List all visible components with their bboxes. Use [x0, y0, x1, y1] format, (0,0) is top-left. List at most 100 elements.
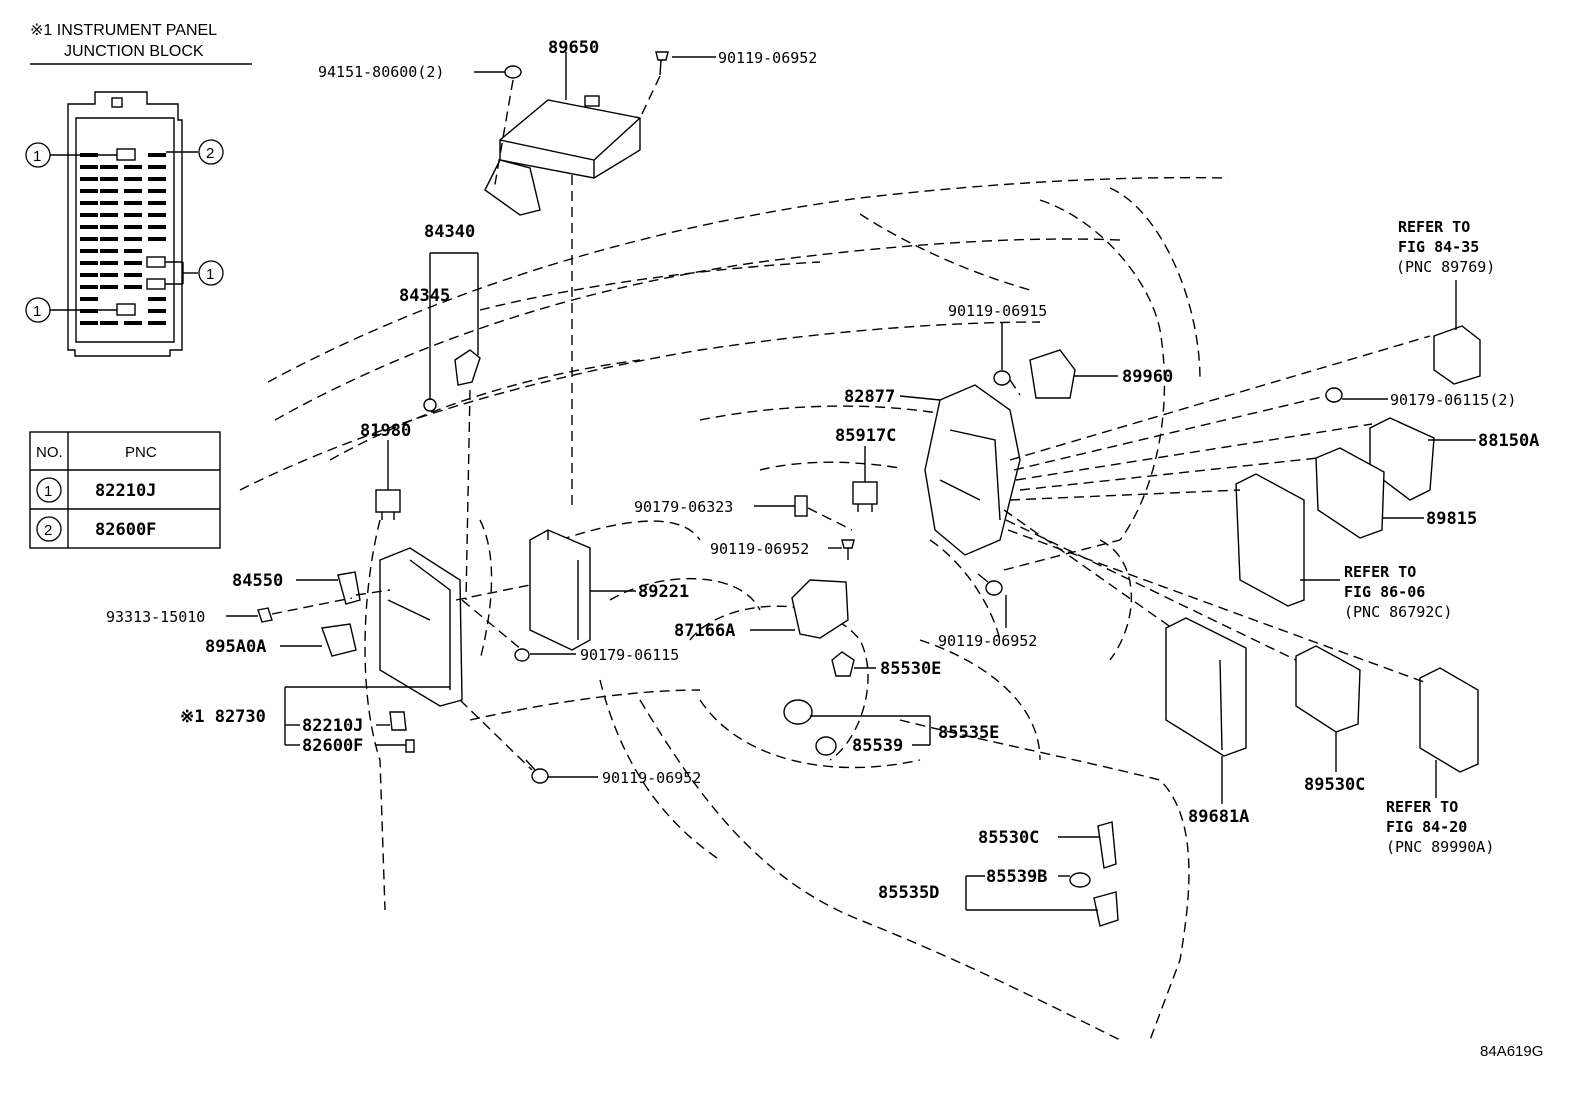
label-82877: 82877 — [844, 387, 895, 407]
leader-lines — [226, 52, 1476, 911]
part-screw-93313 — [257, 607, 273, 623]
table-row-pnc: 82600F — [95, 520, 156, 540]
label-90119-06952-top: 90119-06952 — [718, 49, 817, 67]
label-88150A: 88150A — [1478, 431, 1539, 451]
label-89530C: 89530C — [1304, 775, 1365, 795]
label-85530C: 85530C — [978, 828, 1039, 848]
callout-circle-1c — [25, 297, 51, 323]
callout-2: 2 — [206, 145, 214, 162]
junction-block-legend: ※1 INSTRUMENT PANEL JUNCTION BLOCK — [25, 22, 252, 357]
refer-to-89990A-line3: (PNC 89990A) — [1386, 838, 1494, 856]
junction-block-body — [67, 91, 183, 357]
label-93313-15010: 93313-15010 — [106, 608, 205, 626]
table-row-no: 2 — [44, 522, 52, 539]
part-89960-module — [1029, 349, 1076, 399]
legend-title-line1: ※1 INSTRUMENT PANEL — [30, 22, 217, 39]
part-82600F-fuse — [405, 739, 415, 753]
part-nut-90179-06115 — [514, 648, 530, 662]
label-94151-80600: 94151-80600(2) — [318, 63, 444, 81]
callout-circle-1b — [198, 260, 224, 286]
label-89650: 89650 — [548, 38, 599, 58]
callout-1b: 1 — [206, 266, 214, 283]
pnc-table: NO. PNC 1 82210J 2 82600F — [29, 431, 221, 549]
callout-circle-2 — [198, 139, 224, 165]
dashboard-outline — [239, 176, 1229, 1041]
label-90119-06915: 90119-06915 — [948, 302, 1047, 320]
part-84340-switch — [423, 349, 481, 412]
refer-to-89769-line3: (PNC 89769) — [1396, 258, 1495, 276]
label-90179-06323: 90179-06323 — [634, 498, 733, 516]
label-90179-06115-2: 90179-06115(2) — [1390, 391, 1516, 409]
label-82730: ※1 82730 — [180, 707, 266, 727]
part-85530C-bulb — [1097, 821, 1117, 869]
refer-to-86792C-line3: (PNC 86792C) — [1344, 603, 1452, 621]
part-89221-ecu — [529, 529, 591, 651]
label-85539B: 85539B — [986, 867, 1047, 887]
junction-block-tab — [111, 97, 123, 108]
label-85539: 85539 — [852, 736, 903, 756]
part-screw-90119-06915 — [993, 370, 1011, 386]
part-bolt-90119-bottom — [525, 759, 549, 784]
part-89990A-ecu — [1419, 667, 1479, 773]
part-87166A-sensor — [791, 579, 849, 639]
refer-to-89769-line2: FIG 84-35 — [1398, 238, 1479, 256]
part-clip-90179-06323 — [794, 495, 808, 517]
part-86792C-ecu — [1235, 473, 1305, 607]
callout-1c: 1 — [33, 303, 41, 320]
table-header-pnc: PNC — [125, 444, 157, 461]
label-85917C: 85917C — [835, 426, 896, 446]
part-82877-bracket — [924, 384, 1021, 556]
label-85535E: 85535E — [938, 723, 999, 743]
figure-id: 84A619G — [1480, 1043, 1543, 1060]
part-895A0A-module — [321, 623, 357, 657]
table-header-no: NO. — [36, 444, 63, 461]
label-89960: 89960 — [1122, 367, 1173, 387]
part-89530C-module — [1295, 645, 1361, 733]
part-module-89769 — [1433, 325, 1481, 385]
part-85535E-socket — [783, 699, 813, 725]
label-82600F: 82600F — [302, 736, 363, 756]
label-85535D: 85535D — [878, 883, 939, 903]
part-84550-connector — [337, 571, 361, 605]
label-90119-06952-right: 90119-06952 — [938, 632, 1037, 650]
refer-to-89990A-line2: FIG 84-20 — [1386, 818, 1467, 836]
label-85530E: 85530E — [880, 659, 941, 679]
part-screw-90119-right — [977, 573, 1003, 596]
callout-circle-1a — [25, 142, 51, 168]
part-labels: 89650 90119-06952 94151-80600(2) 84340 8… — [106, 38, 1539, 903]
label-84340: 84340 — [424, 222, 475, 242]
label-89221: 89221 — [638, 582, 689, 602]
label-87166A: 87166A — [674, 621, 735, 641]
part-screw-90119-top — [655, 51, 669, 76]
part-85535D-socket — [1093, 891, 1119, 927]
part-85530E-bulb — [831, 651, 855, 677]
part-nut-90179-right — [1325, 387, 1343, 403]
connection-lines — [271, 75, 1431, 771]
refer-to-89990A-line1: REFER TO — [1386, 798, 1458, 816]
table-row-pnc: 82210J — [95, 481, 156, 501]
callout-1a: 1 — [33, 148, 41, 165]
label-84345: 84345 — [399, 286, 450, 306]
refer-to-86792C-line1: REFER TO — [1344, 563, 1416, 581]
part-89815-module — [1315, 447, 1385, 539]
label-90119-06952-bottom: 90119-06952 — [602, 769, 701, 787]
legend-title-line2: JUNCTION BLOCK — [64, 43, 204, 60]
fuse-grid — [80, 148, 166, 325]
part-82210J-relay — [389, 711, 407, 731]
label-81980: 81980 — [360, 421, 411, 441]
label-90119-06952-mid: 90119-06952 — [710, 540, 809, 558]
label-89815: 89815 — [1426, 509, 1477, 529]
part-81980-relay — [375, 489, 401, 520]
part-89681A-ecu — [1165, 617, 1247, 757]
label-895A0A: 895A0A — [205, 637, 266, 657]
part-85917C-relay — [852, 481, 878, 512]
table-row-no: 1 — [44, 483, 52, 500]
part-85539-lens — [815, 736, 837, 756]
part-82730-junction-block — [379, 547, 463, 707]
label-82210J: 82210J — [302, 716, 363, 736]
part-screw-90119-mid — [841, 539, 855, 560]
part-clip-94151 — [504, 65, 522, 79]
part-89650-module — [484, 95, 641, 216]
